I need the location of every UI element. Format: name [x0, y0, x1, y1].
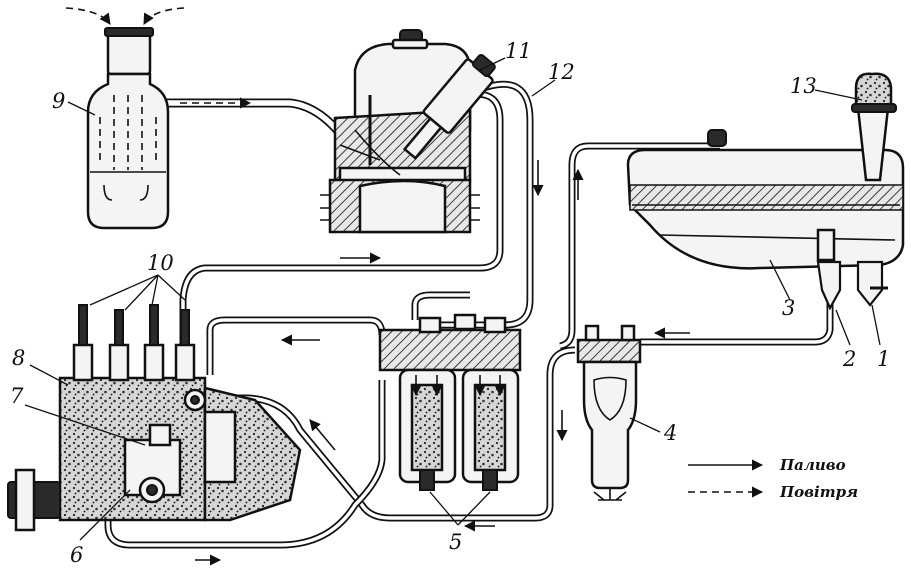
air-cleaner	[65, 7, 185, 230]
flow-arrows	[180, 97, 690, 566]
leader-lines	[24, 57, 881, 541]
part-labels: 1 2 3 4 5 6 7 8 9 10 11 12 13	[10, 39, 890, 567]
fuel-tank	[626, 72, 905, 311]
label-2: 2	[842, 347, 856, 371]
engine-cylinder	[320, 29, 496, 234]
label-8: 8	[12, 346, 25, 370]
label-10: 10	[147, 251, 174, 275]
legend-air: Повітря	[779, 483, 858, 501]
label-1: 1	[877, 347, 890, 371]
legend: Паливо Повітря	[688, 456, 858, 501]
label-9: 9	[52, 89, 65, 113]
legend-fuel: Паливо	[779, 456, 846, 474]
coarse-filter	[576, 324, 642, 501]
label-6: 6	[70, 543, 83, 567]
injection-pump	[7, 304, 302, 532]
label-7: 7	[10, 384, 24, 408]
label-12: 12	[548, 60, 575, 84]
delivery-valves	[72, 304, 196, 382]
label-13: 13	[790, 74, 817, 98]
label-3: 3	[782, 296, 795, 320]
fine-filters	[378, 313, 522, 491]
label-11: 11	[505, 39, 532, 63]
label-4: 4	[663, 421, 677, 445]
fuel-pipes	[104, 80, 834, 549]
label-5: 5	[449, 530, 462, 554]
